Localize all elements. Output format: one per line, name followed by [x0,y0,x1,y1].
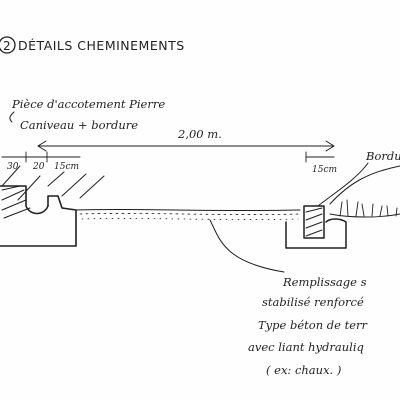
curb-label-leader [9,111,15,123]
path-aggregate-dots-2 [81,218,299,220]
right-curb-section: Bordu [285,149,400,249]
left-curb-outline [0,185,77,247]
span-arrow-right [325,140,335,152]
title-number: 2 [3,39,11,53]
bordure-leader [317,162,369,207]
left-curb-section [0,165,105,247]
dim-15cm-right: 15cm [312,165,337,175]
right-curb-stone [303,205,325,239]
dim-15cm-left: 15cm [54,162,79,172]
right-curb-hatch [305,207,323,237]
span-dimension-label: 2,00 m. [177,127,222,141]
dim-30: 30 [7,162,19,172]
path-aggregate-dots-1 [79,213,301,215]
bordure-label: Bordu [365,149,400,163]
right-curb-footing [285,218,347,249]
fill-label-line2: stabilisé renforcé [262,295,364,309]
left-diagonal-hatch [1,165,105,201]
grass-base [329,213,400,218]
dim-20: 20 [32,162,45,172]
left-dimensions: 30 20 15cm [1,151,81,172]
curb-piece-label-line1: Pièce d'accotement Pierre [11,97,165,111]
fill-label-line4: avec liant hydrauliq [248,340,364,354]
fill-label-line1: Remplissage s [282,275,367,289]
curb-piece-label-line2: Caniveau + bordure [20,118,138,132]
curb-piece-label: Pièce d'accotement Pierre Caniveau + bor… [9,97,165,132]
fill-label-line3: Type béton de terr [258,318,369,332]
span-arrow-left [37,140,47,152]
fill-label: Remplissage s stabilisé renforcé Type bé… [209,219,369,377]
fill-leader [209,219,285,273]
grass-strokes [339,199,398,217]
path-top-line [75,208,301,212]
bank-slope [329,165,400,205]
fill-label-line5: ( ex: chaux. ) [266,363,341,377]
span-dimension: 2,00 m. [37,127,335,152]
title-block: 2 DÉTAILS CHEMINEMENTS [0,36,185,54]
path-surface [75,208,301,220]
right-dimension: 15cm [305,151,337,175]
left-curb-hatch [1,185,31,219]
page-title: DÉTAILS CHEMINEMENTS [18,38,185,53]
title-number-circle [0,36,16,54]
